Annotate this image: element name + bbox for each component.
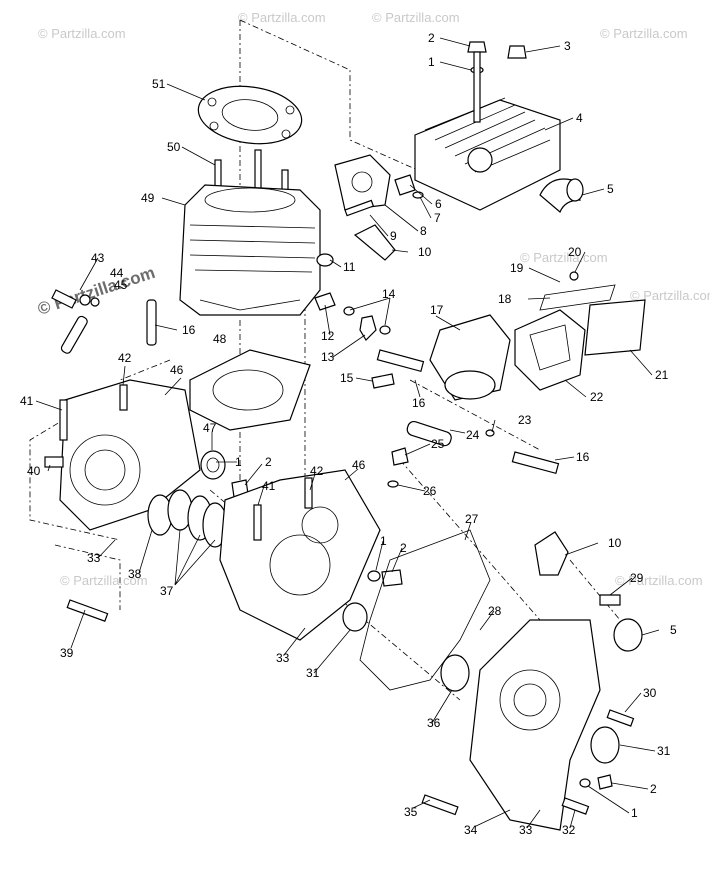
exhaust-flange [316,154,396,267]
watermark-diagonal: © Partzilla.com [35,263,157,319]
callout-16-upper: 16 [182,323,196,337]
lower-bolts [44,456,635,816]
head-gasket [197,85,303,145]
callout-45: 45 [114,278,128,292]
callout-10-top: 10 [418,245,432,259]
callout-20: 20 [568,245,582,259]
callout-12: 12 [321,329,335,343]
case-gasket [359,529,491,691]
callout-38: 38 [128,567,142,581]
callout-31-center: 31 [306,666,320,680]
callout-1-right: 1 [631,806,638,820]
crankcase-right [440,619,620,831]
callout-2-center: 2 [400,541,407,555]
callout-41-left: 41 [20,394,34,408]
callout-16-mid: 16 [412,396,426,410]
callout-19: 19 [510,261,524,275]
callout-33-center: 33 [276,651,290,665]
callout-47: 47 [203,421,217,435]
callout-42-left: 42 [118,351,132,365]
watermark-top-center-2: © Partzilla.com [372,10,460,25]
watermark-top-left: © Partzilla.com [38,26,126,41]
callout-16-right: 16 [576,450,590,464]
reed-valve-assembly [429,271,646,401]
center-right-small-parts [342,447,409,632]
callout-25: 25 [431,437,445,451]
watermark-top-right: © Partzilla.com [600,26,688,41]
callout-18: 18 [498,292,512,306]
callout-40: 40 [27,464,41,478]
callout-46-left: 46 [170,363,184,377]
callout-5-lower: 5 [670,623,677,637]
elbow-fitting [539,178,584,213]
callout-2: 2 [428,31,435,45]
callout-7: 7 [434,211,441,225]
callout-44: 44 [110,266,124,280]
callout-15: 15 [340,371,354,385]
base-gasket [189,349,311,431]
callout-21: 21 [655,368,669,382]
callout-6: 6 [435,197,442,211]
callout-43: 43 [91,251,105,265]
callout-49: 49 [141,191,155,205]
callout-2-right: 2 [650,782,657,796]
parts-drawing [29,19,660,831]
callout-22: 22 [590,390,604,404]
callout-2-left: 2 [265,455,272,469]
callout-42-center: 42 [310,464,324,478]
crankshaft [147,489,228,548]
callout-34: 34 [464,823,478,837]
crankcase-left [59,379,201,531]
callout-46-center: 46 [352,458,366,472]
callout-17: 17 [430,303,444,317]
callout-36: 36 [427,716,441,730]
callout-labels: 2 3 1 51 4 50 6 7 8 5 49 9 10 11 20 19 4… [20,31,677,837]
watermark-right-edge: © Partzilla.com [630,288,710,303]
callout-9: 9 [390,229,397,243]
callout-8: 8 [420,224,427,238]
callout-50: 50 [167,140,181,154]
callout-11: 11 [343,260,356,274]
callout-24: 24 [466,428,480,442]
callout-1: 1 [428,55,435,69]
callout-41-center: 41 [262,479,276,493]
callout-23: 23 [518,413,532,427]
callout-13: 13 [321,350,335,364]
cylinder-head [414,97,561,211]
cylinder [179,184,321,316]
callout-39: 39 [60,646,74,660]
callout-1-left: 1 [235,455,242,469]
callout-30: 30 [643,686,657,700]
callout-10-lower: 10 [608,536,622,550]
callout-48: 48 [213,332,227,346]
callout-29: 29 [630,571,644,585]
mid-small-parts [314,292,560,475]
watermark-lower-right: © Partzilla.com [615,573,703,588]
callout-4: 4 [576,111,583,125]
right-fittings [534,531,643,652]
callout-14: 14 [382,287,396,301]
callout-28: 28 [488,604,502,618]
watermark-lower-left: © Partzilla.com [60,573,148,588]
callout-3: 3 [564,39,571,53]
callout-33-left: 33 [87,551,101,565]
callout-5-top: 5 [607,182,614,196]
watermark-top-center: © Partzilla.com [238,10,326,25]
callout-31-right: 31 [657,744,671,758]
crankcase-center [219,469,381,641]
callout-26: 26 [423,484,437,498]
callout-32: 32 [562,823,576,837]
left-small-parts [51,289,157,354]
leader-lines [35,37,660,829]
callout-1-center: 1 [380,534,387,548]
callout-35: 35 [404,805,418,819]
callout-51: 51 [152,77,166,91]
callout-27: 27 [465,512,479,526]
head-hardware [394,41,527,199]
callout-37: 37 [160,584,174,598]
watermark-mid-right: © Partzilla.com [520,250,608,265]
callout-33-right: 33 [519,823,533,837]
